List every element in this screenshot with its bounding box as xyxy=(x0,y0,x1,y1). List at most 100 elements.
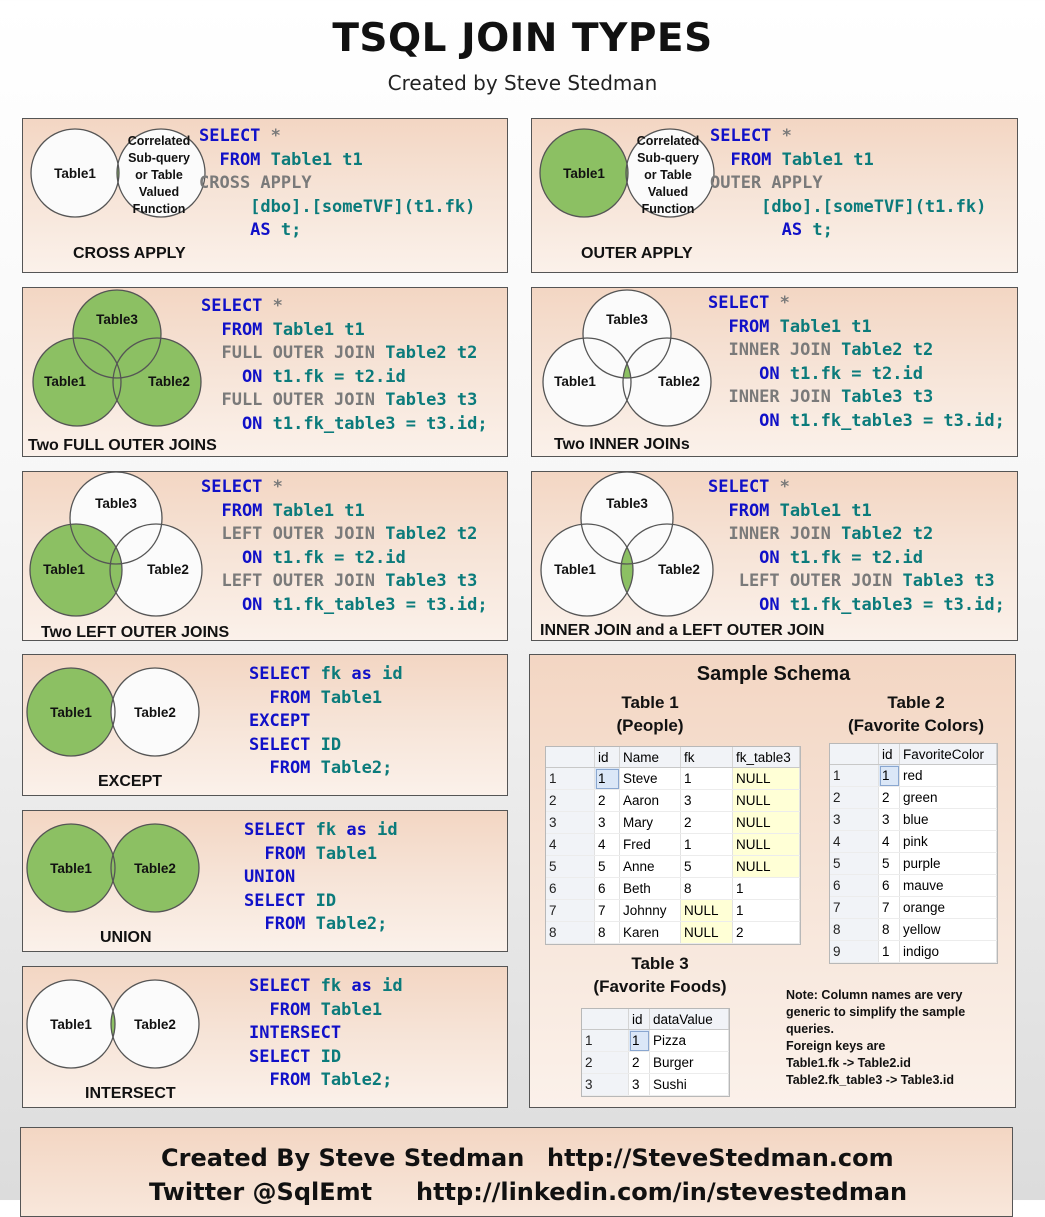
footer: Created By Steve Stedman http://SteveSte… xyxy=(20,1127,1013,1217)
code-line: LEFT OUTER JOIN Table2 t2 xyxy=(201,523,488,547)
code-token: ON xyxy=(708,410,780,431)
circle-outline xyxy=(72,289,162,379)
code-token: FROM xyxy=(710,149,772,170)
code-token: SELECT xyxy=(201,477,263,497)
table-cell: 1 xyxy=(680,833,733,856)
code-token: Table1 t1 xyxy=(769,500,872,521)
table3-title-line1: Table 3 xyxy=(631,954,689,973)
note-line: Table2.fk_table3 -> Table3.id xyxy=(786,1073,954,1087)
table-cell: Burger xyxy=(649,1051,729,1074)
code-line: SELECT fk as id xyxy=(249,975,403,999)
caption-outer-apply: OUTER APPLY xyxy=(581,245,693,262)
table-cell: 3 xyxy=(594,811,620,834)
row-number: 4 xyxy=(830,830,879,853)
row-number: 8 xyxy=(546,921,595,944)
code-token: LEFT OUTER JOIN xyxy=(201,571,375,592)
note-line: queries. xyxy=(786,1022,834,1036)
circle-table2 xyxy=(111,980,199,1068)
code-line: FROM Table1 t1 xyxy=(199,149,475,173)
note-line: generic to simplify the sample xyxy=(786,1005,966,1019)
venn-label: Table2 xyxy=(147,562,189,577)
code-token: CROSS APPLY xyxy=(199,173,312,194)
column-header: fk xyxy=(680,747,733,768)
code-line: FULL OUTER JOIN Table3 t3 xyxy=(201,389,488,413)
footer-website-link[interactable]: http://SteveStedman.com xyxy=(547,1144,894,1172)
row-number: 6 xyxy=(830,874,879,897)
circle-table1 xyxy=(33,338,121,426)
code-line: SELECT ID xyxy=(249,1046,403,1070)
venn-label: Function xyxy=(642,202,695,216)
table-cell: 8 xyxy=(878,918,900,941)
table-cell: NULL xyxy=(732,767,800,790)
code-token: ON xyxy=(201,594,263,615)
venn-label: Table3 xyxy=(95,496,137,511)
page-subtitle: Created by Steve Stedman xyxy=(387,71,658,95)
venn-label: Valued xyxy=(139,185,179,199)
table1-title-line2: (People) xyxy=(616,716,684,735)
footer-twitter[interactable]: Twitter @SqlEmt xyxy=(149,1178,373,1206)
code-line: INNER JOIN Table3 t3 xyxy=(708,386,1005,410)
code-line: ON t1.fk_table3 = t3.id; xyxy=(708,594,1005,618)
code-token: Table2; xyxy=(305,914,388,935)
code-token: SELECT xyxy=(249,976,311,996)
table-cell: Pizza xyxy=(649,1029,729,1052)
caption-cross-apply: CROSS APPLY xyxy=(73,245,186,262)
venn-label: Table2 xyxy=(134,1017,176,1032)
code-inner-and-left-join: SELECT * FROM Table1 t1 INNER JOIN Table… xyxy=(708,476,1005,618)
table-cell: 8 xyxy=(594,921,620,944)
circle-table1 xyxy=(27,824,115,912)
code-token: EXCEPT xyxy=(249,711,311,732)
circle-table2 xyxy=(110,524,202,616)
table-cell: 8 xyxy=(680,877,733,900)
code-token: Table3 t3 xyxy=(375,571,478,592)
circle-table2 xyxy=(111,824,199,912)
code-token: ON xyxy=(708,547,780,568)
code-token: t; xyxy=(270,220,302,241)
venn-label: Table1 xyxy=(50,861,92,876)
circle-table2 xyxy=(113,338,201,426)
table-cell: 2 xyxy=(878,786,900,809)
table-cell: NULL xyxy=(732,811,800,834)
footer-linkedin-link[interactable]: http://linkedin.com/in/stevestedman xyxy=(416,1178,908,1206)
venn-label: Table2 xyxy=(658,562,700,577)
venn-label: Valued xyxy=(648,185,688,199)
column-header: id xyxy=(628,1009,650,1030)
venn-label: Table2 xyxy=(148,374,190,389)
code-inner-joins: SELECT * FROM Table1 t1 INNER JOIN Table… xyxy=(708,292,1005,434)
table-cell: mauve xyxy=(899,874,997,897)
table-cell: 3 xyxy=(628,1073,650,1096)
code-token: t1.fk = t2.id xyxy=(262,547,406,568)
venn-label: Table1 xyxy=(50,1017,92,1032)
caption-intersect: INTERSECT xyxy=(85,1085,176,1102)
circle-outline xyxy=(30,128,120,218)
column-header: id xyxy=(594,747,620,768)
code-token: Table1 xyxy=(310,687,383,708)
code-line: FROM Table1 t1 xyxy=(708,316,1005,340)
table-cell: Aaron xyxy=(619,789,681,812)
code-token: LEFT OUTER JOIN xyxy=(708,571,893,592)
circle-table1 xyxy=(27,668,115,756)
code-token: SELECT xyxy=(249,1046,311,1067)
code-token: Table3 t3 xyxy=(892,571,995,592)
circle-outline xyxy=(116,128,206,218)
code-token: ON xyxy=(201,547,263,568)
circle-table1 xyxy=(543,338,631,426)
table-cell: 1 xyxy=(732,899,800,922)
table2-title-line2: (Favorite Colors) xyxy=(847,716,985,735)
venn-label: Table1 xyxy=(554,562,596,577)
code-line: SELECT * xyxy=(708,292,1005,316)
table-cell: 2 xyxy=(594,789,620,812)
code-line: [dbo].[someTVF](t1.fk) xyxy=(710,196,986,220)
caption-inner-joins: Two INNER JOINs xyxy=(554,436,690,453)
code-line: ON t1.fk = t2.id xyxy=(201,547,488,571)
column-header xyxy=(582,1009,629,1030)
table-cell: orange xyxy=(899,896,997,919)
region-excluded xyxy=(111,668,199,756)
